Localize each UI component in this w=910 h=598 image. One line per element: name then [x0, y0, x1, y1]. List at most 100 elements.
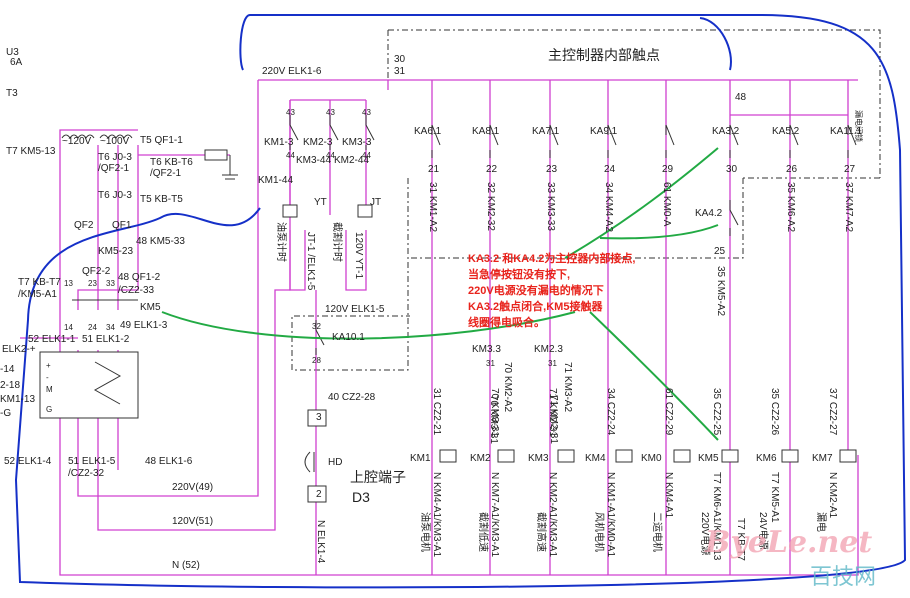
relay-contact-label: JT: [370, 197, 381, 208]
terminal-label: 14: [64, 323, 73, 332]
left-label-1: 6A: [10, 57, 23, 68]
hd-lamp-icon: [304, 451, 315, 473]
ka-contact-name: KA3.2: [712, 126, 740, 137]
terminal-label: +: [46, 361, 51, 370]
ka-contact-num: 27: [844, 164, 856, 175]
ka-contact-name: KA11.1: [830, 126, 862, 137]
left-label-17: QF2-2: [82, 266, 111, 277]
terminal-label: 13: [64, 279, 73, 288]
load-wire: N KM1-A1/KM0-A1: [605, 472, 616, 557]
coil-label: KM4: [585, 453, 606, 464]
ka-contact-wire: 61 KM0-A: [661, 182, 672, 227]
ka-contact-wire: 34 KM4-A2: [603, 182, 614, 232]
load-wire: N KM4-A1/KM3-A1: [431, 472, 442, 557]
load-wire: N KM2-A1/KM3-A1: [547, 472, 558, 557]
wire-label: 40 CZ2-28: [328, 392, 376, 403]
relay-contact-label: 43: [326, 108, 335, 117]
arrow-to-km5-contact: [161, 311, 576, 340]
left-label-8: /QF2-1: [98, 163, 130, 174]
ka-contact-wire: 33 KM3-33: [545, 182, 556, 231]
load-desc: 风机电机: [593, 512, 606, 552]
terminal-label: 33: [106, 279, 115, 288]
ka-contact-num: 30: [726, 164, 738, 175]
lower-contact-label: 3: [316, 412, 322, 423]
relay-desc: 油泵计时: [275, 222, 288, 262]
left-label-29: KM1-13: [0, 394, 35, 405]
relay-contact-label: 44: [286, 151, 295, 160]
wire-label: N ELK1-4: [315, 520, 326, 564]
cz2-wire-label: 71 KM2-31: [547, 388, 558, 437]
left-label-5: ~100V: [100, 136, 130, 147]
relay-contact-label: YT: [314, 197, 327, 208]
left-label-11: T6 J0-3: [98, 190, 132, 201]
coil-label: KM7: [812, 453, 833, 464]
relay-contact-label: KM2-3: [303, 137, 333, 148]
wire-label: 25: [714, 246, 726, 257]
left-label-26: ELK2-+: [2, 344, 36, 355]
lower-contact-label: KM2.3: [534, 344, 563, 355]
terminal-label: 34: [106, 323, 115, 332]
lower-contact-label: 28: [312, 356, 321, 365]
lower-contact-label: 70 KM3-31: [488, 395, 499, 444]
terminal-label: 24: [88, 323, 97, 332]
left-label-27: -14: [0, 364, 15, 375]
elk2-box: [39, 351, 139, 419]
left-label-0: U3: [6, 47, 19, 58]
left-label-9: T6 KB-T6: [150, 157, 193, 168]
left-label-16: 48 KM5-33: [136, 236, 185, 247]
wire-label: 31: [394, 66, 406, 77]
relay-contact-label: 44: [326, 151, 335, 160]
load-desc: 截割低速: [477, 512, 490, 552]
relay-contact-label: KM3-3: [342, 137, 372, 148]
terminal-3-box: [307, 409, 327, 427]
relay-contact-label: KM1-44: [258, 175, 293, 186]
cz2-wire-label: 34 CZ2-24: [605, 388, 616, 436]
watermark-logo: ByeLe.net: [704, 525, 872, 560]
left-label-10: /QF2-1: [150, 168, 182, 179]
left-label-23: 52 ELK1-1: [28, 334, 76, 345]
cavity-label: 上腔端子: [350, 469, 406, 485]
controller-boundary-inner: [291, 178, 744, 371]
fuse-icon: [204, 149, 228, 161]
load-wire: T7 KM6-A1/KM1-13: [711, 472, 722, 561]
lower-contact-label: KA10.1: [332, 332, 365, 343]
ka-contact-wire: 37 KM7-A2: [843, 182, 854, 232]
coil-label: KM5: [698, 453, 719, 464]
wire-label: 30: [394, 54, 406, 65]
relay-contact-label: 43: [362, 108, 371, 117]
left-label-3: T7 KM5-13: [6, 146, 56, 157]
left-label-2: T3: [6, 88, 18, 99]
left-label-12: T5 KB-T5: [140, 194, 183, 205]
ka-contact-wire: 31 KM1-A2: [427, 182, 438, 232]
terminal-label: -: [46, 373, 49, 382]
coil-label: KM0: [641, 453, 662, 464]
coil-label: KM6: [756, 453, 777, 464]
arrow-to-ka32: [564, 147, 719, 259]
left-label-33: /CZ2-32: [68, 468, 105, 479]
ka-contact-num: 22: [486, 164, 498, 175]
lower-contact-label: 71 KM3-A2: [562, 362, 573, 412]
annotation-line-4: 线圈得电吸合。: [468, 315, 545, 329]
wire-label: 120V(51): [172, 516, 213, 527]
ka-contact-name: KA5.2: [772, 126, 800, 137]
lower-contact-label: 2: [316, 489, 322, 500]
left-label-20: /KM5-A1: [18, 289, 57, 300]
cz2-wire-label: 35 CZ2-26: [769, 388, 780, 436]
load-wire: T7 KM5-A1: [769, 472, 780, 523]
cz2-wire-label: 35 CZ2-25: [711, 388, 722, 436]
coil-label: KM3: [528, 453, 549, 464]
ka42-label: KA4.2: [695, 208, 723, 219]
km5-a2-label: 35 KM5-A2: [715, 266, 726, 316]
load-wire: N KM7-A1/KM3-A1: [489, 472, 500, 557]
left-label-13: QF2: [74, 220, 94, 231]
coil-boxes: [439, 449, 857, 463]
transformer-icon: [61, 134, 133, 139]
terminal-label: 23: [88, 279, 97, 288]
annotation-line-2: 220V电源没有漏电的情况下: [468, 283, 604, 297]
ground-icon: [222, 155, 238, 180]
ka-contact-num: 26: [786, 164, 798, 175]
coil-label: KM1: [410, 453, 431, 464]
left-label-6: T5 QF1-1: [140, 135, 183, 146]
relay-desc: 120V YT-1: [353, 232, 364, 280]
